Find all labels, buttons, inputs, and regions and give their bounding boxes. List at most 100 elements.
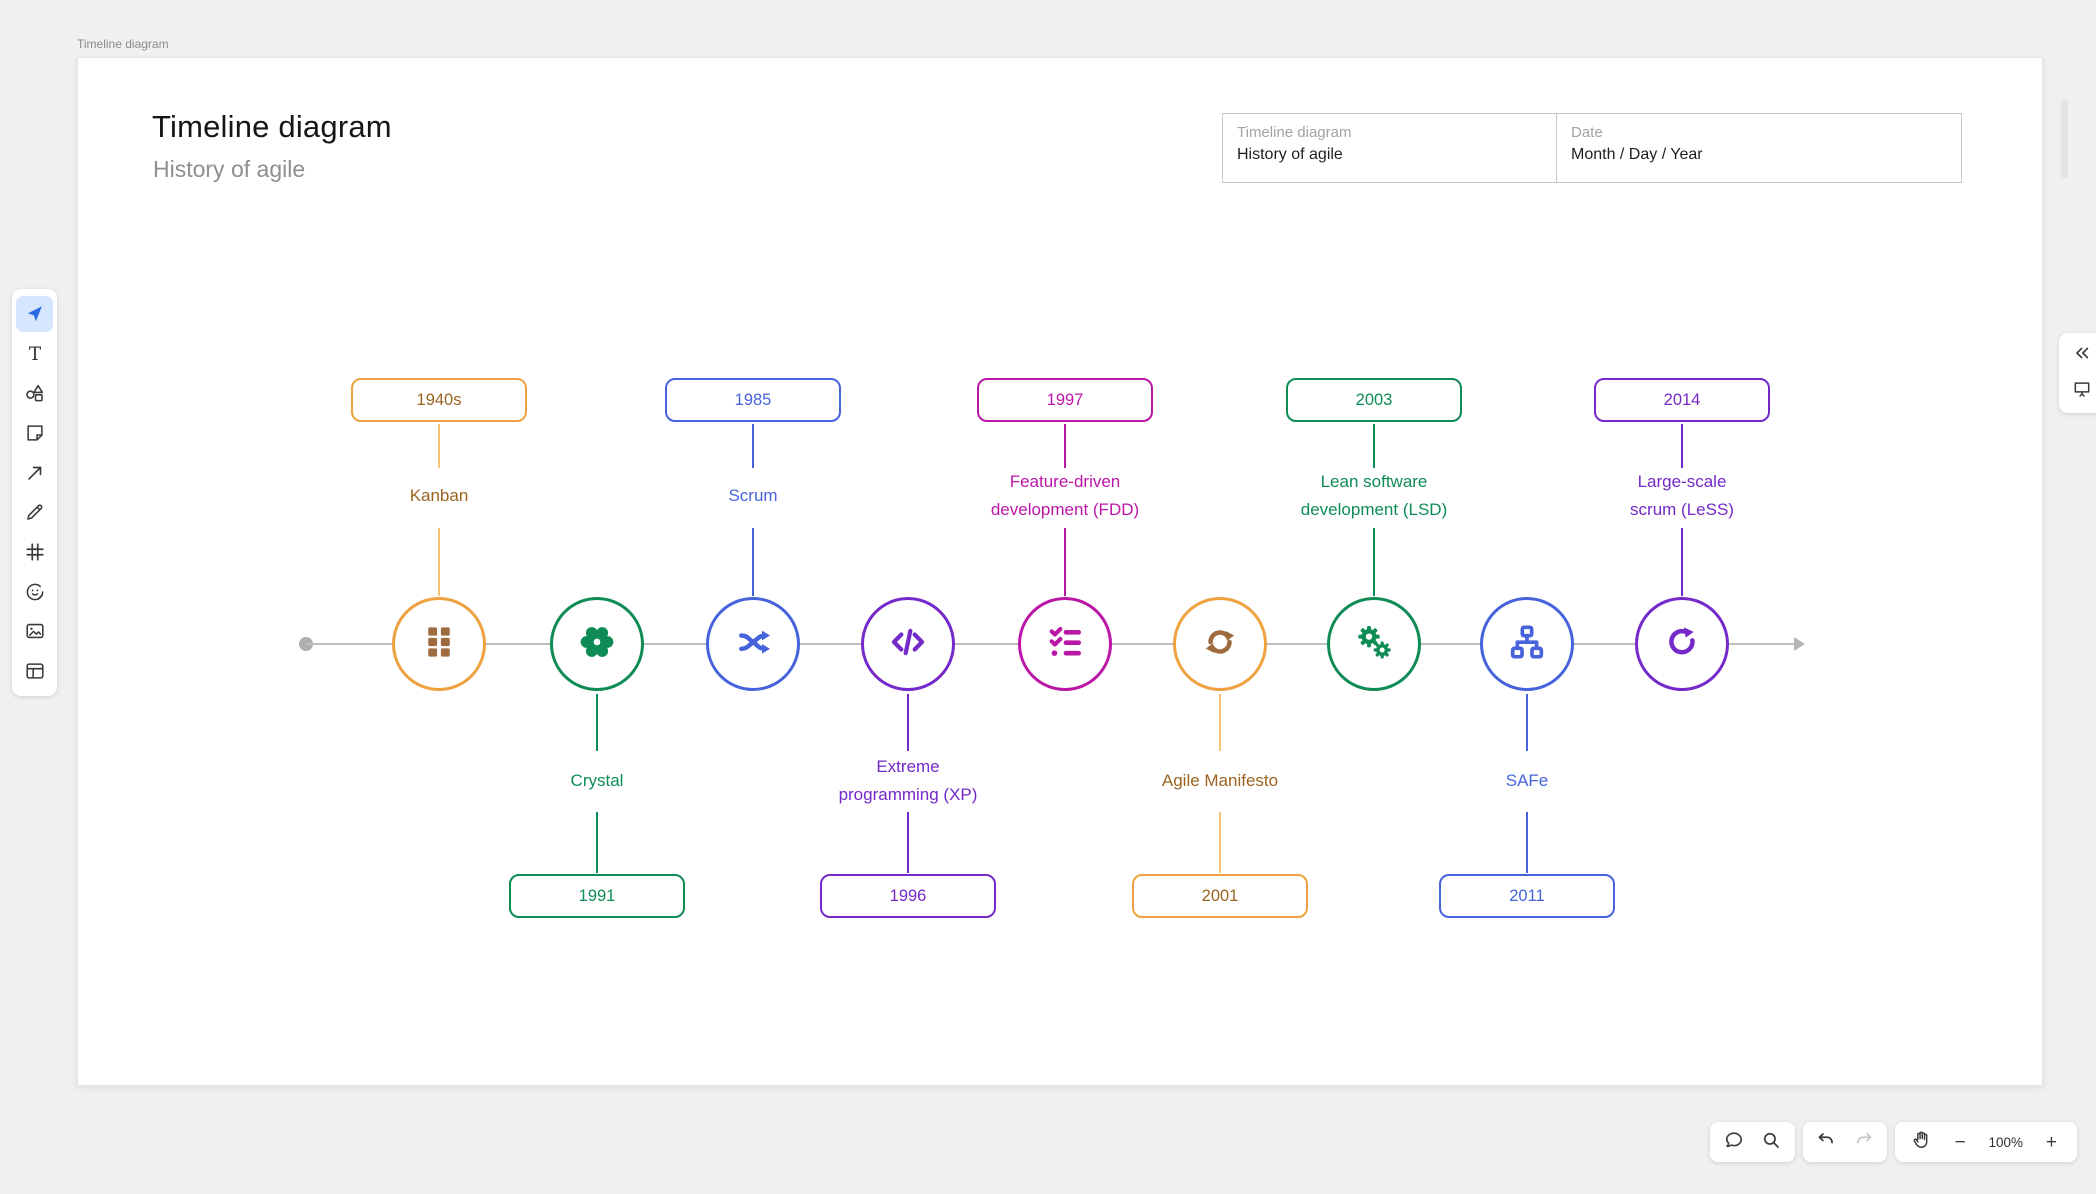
- frame-icon: [24, 541, 46, 563]
- text-tool[interactable]: T: [16, 335, 53, 371]
- connector-line: [1372, 528, 1376, 596]
- connector-line: [751, 528, 755, 596]
- connector-line: [595, 694, 599, 751]
- node-label[interactable]: Feature-driven development (FDD): [990, 472, 1140, 519]
- table-icon: [24, 660, 46, 682]
- redo-icon: [1853, 1129, 1875, 1156]
- node-circle[interactable]: [1173, 597, 1267, 691]
- vertical-scrollbar[interactable]: [2061, 100, 2068, 178]
- connector-line: [1218, 812, 1222, 873]
- redo-button[interactable]: [1850, 1128, 1878, 1156]
- shapes-icon: [24, 382, 46, 404]
- undo-icon: [1815, 1129, 1837, 1156]
- canvas[interactable]: [77, 57, 2043, 1086]
- connector-line: [1372, 424, 1376, 468]
- sticky-note-tool[interactable]: [16, 415, 53, 451]
- node-label[interactable]: Kanban: [409, 486, 469, 505]
- node-label[interactable]: Lean software development (LSD): [1300, 472, 1448, 519]
- pencil-icon: [24, 501, 46, 523]
- shuffle-icon: [733, 622, 773, 667]
- node-label[interactable]: Crystal: [570, 771, 624, 790]
- info-name-label: Timeline diagram: [1237, 124, 1352, 141]
- year-badge[interactable]: 1997: [977, 378, 1153, 422]
- presentation-icon: [2072, 379, 2092, 404]
- year-badge[interactable]: 1985: [665, 378, 841, 422]
- connector-line: [1525, 694, 1529, 751]
- collapse-panel-button[interactable]: [2068, 341, 2096, 369]
- comments-button[interactable]: [1720, 1128, 1748, 1156]
- undo-button[interactable]: [1812, 1128, 1840, 1156]
- sticker-tool[interactable]: [16, 574, 53, 610]
- year-badge[interactable]: 2001: [1132, 874, 1308, 918]
- connector-tool[interactable]: [16, 455, 53, 491]
- node-label[interactable]: Large-scale scrum (LeSS): [1630, 472, 1734, 519]
- connector-line: [1525, 812, 1529, 873]
- year-badge[interactable]: 1991: [509, 874, 685, 918]
- right-panel: [2059, 333, 2096, 413]
- arrow-icon: [24, 462, 46, 484]
- frame-tool[interactable]: [16, 534, 53, 570]
- comment-search-bar: [1710, 1122, 1795, 1162]
- plus-icon: +: [2045, 1131, 2057, 1153]
- info-cell-date[interactable]: Date Month / Day / Year: [1556, 114, 1961, 182]
- pen-tool[interactable]: [16, 494, 53, 530]
- node-circle[interactable]: [1635, 597, 1729, 691]
- checklist-icon: [1045, 622, 1085, 667]
- page-subtitle: History of agile: [153, 156, 306, 182]
- year-badge[interactable]: 1940s: [351, 378, 527, 422]
- zoom-in-button[interactable]: +: [2037, 1128, 2065, 1156]
- sitemap-icon: [1507, 622, 1547, 667]
- code-icon: [888, 622, 928, 667]
- left-toolbar: T: [12, 289, 57, 696]
- rotate-cw-icon: [1662, 622, 1702, 667]
- node-circle[interactable]: [706, 597, 800, 691]
- connector-line: [1680, 424, 1684, 468]
- presentation-button[interactable]: [2068, 377, 2096, 405]
- shapes-tool[interactable]: [16, 375, 53, 411]
- select-tool[interactable]: [16, 295, 53, 333]
- svg-text:T: T: [28, 344, 41, 365]
- year-badge[interactable]: 2014: [1594, 378, 1770, 422]
- node-circle[interactable]: [392, 597, 486, 691]
- node-label[interactable]: Extreme programming (XP): [838, 757, 978, 804]
- image-tool[interactable]: [16, 613, 53, 649]
- zoom-level[interactable]: 100%: [1988, 1134, 2024, 1150]
- gears-icon: [1354, 622, 1394, 667]
- sticky-note-icon: [24, 422, 46, 444]
- connector-line: [751, 424, 755, 468]
- info-cell-name[interactable]: Timeline diagram History of agile: [1223, 114, 1556, 182]
- sticker-icon: [24, 581, 46, 603]
- year-badge[interactable]: 2011: [1439, 874, 1615, 918]
- zoom-out-button[interactable]: −: [1946, 1128, 1974, 1156]
- node-circle[interactable]: [550, 597, 644, 691]
- hand-tool-button[interactable]: [1907, 1128, 1935, 1156]
- text-icon: T: [24, 343, 46, 365]
- collapse-panel-icon: [2072, 343, 2092, 368]
- cursor-icon: [24, 303, 46, 325]
- file-tab-label[interactable]: Timeline diagram: [77, 37, 169, 51]
- node-circle[interactable]: [861, 597, 955, 691]
- node-circle[interactable]: [1327, 597, 1421, 691]
- node-circle[interactable]: [1018, 597, 1112, 691]
- table-tool[interactable]: [16, 653, 53, 689]
- connector-line: [1063, 424, 1067, 468]
- year-badge[interactable]: 2003: [1286, 378, 1462, 422]
- node-label[interactable]: Agile Manifesto: [1161, 771, 1279, 790]
- node-label[interactable]: Scrum: [728, 486, 778, 505]
- kanban-board-icon: [420, 623, 458, 666]
- chat-icon: [1723, 1129, 1745, 1156]
- node-label[interactable]: SAFe: [1505, 771, 1549, 790]
- search-button[interactable]: [1757, 1128, 1785, 1156]
- info-name-value[interactable]: History of agile: [1237, 146, 1343, 163]
- image-icon: [24, 620, 46, 642]
- atom-icon: [577, 622, 617, 667]
- diagram-info-table[interactable]: Timeline diagram History of agile Date M…: [1222, 113, 1962, 183]
- node-circle[interactable]: [1480, 597, 1574, 691]
- minus-icon: −: [1954, 1131, 1966, 1153]
- connector-line: [906, 812, 910, 873]
- year-badge[interactable]: 1996: [820, 874, 996, 918]
- connector-line: [437, 528, 441, 596]
- connector-line: [595, 812, 599, 873]
- info-date-value[interactable]: Month / Day / Year: [1571, 146, 1703, 163]
